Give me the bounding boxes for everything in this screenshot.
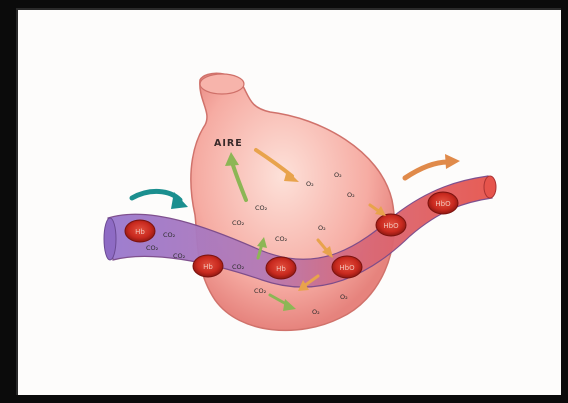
gas-label: CO₂ bbox=[232, 219, 245, 227]
red-cell: HbO bbox=[428, 192, 458, 214]
gas-label: CO₂ bbox=[255, 204, 268, 212]
alveolus bbox=[191, 73, 395, 330]
vessel-right-opening bbox=[484, 176, 496, 198]
gas-label: O₂ bbox=[347, 191, 355, 199]
blood-inflow-arrow-icon bbox=[132, 191, 180, 200]
gas-label: CO₂ bbox=[254, 287, 267, 295]
gas-label: CO₂ bbox=[275, 235, 288, 243]
red-cell: Hb bbox=[266, 257, 296, 279]
red-cell-label: HbO bbox=[435, 200, 451, 208]
red-cell: Hb bbox=[125, 220, 155, 242]
red-cell-label: HbO bbox=[339, 264, 355, 272]
vessel-left-opening bbox=[104, 218, 116, 260]
gas-label: CO₂ bbox=[163, 231, 176, 239]
red-cell-label: Hb bbox=[276, 265, 286, 273]
blood-outflow-arrowhead-icon bbox=[445, 154, 460, 169]
blood-inflow-arrowhead-icon bbox=[171, 192, 188, 209]
red-cell: Hb bbox=[193, 255, 223, 277]
gas-label: O₂ bbox=[340, 293, 348, 301]
gas-label: O₂ bbox=[334, 171, 342, 179]
air-label: AIRE bbox=[214, 138, 243, 149]
red-cell: HbO bbox=[376, 214, 406, 236]
gas-label: CO₂ bbox=[173, 252, 186, 260]
blood-outflow-arrow-icon bbox=[405, 162, 448, 178]
red-cell-label: Hb bbox=[203, 263, 213, 271]
red-cell: HbO bbox=[332, 256, 362, 278]
gas-label: O₂ bbox=[318, 224, 326, 232]
gas-label: CO₂ bbox=[232, 263, 245, 271]
alveolus-duct-opening bbox=[200, 74, 244, 94]
red-cell-label: HbO bbox=[383, 222, 399, 230]
red-cell-label: Hb bbox=[135, 228, 145, 236]
gas-label: CO₂ bbox=[146, 244, 159, 252]
gas-label: O₂ bbox=[312, 308, 320, 316]
gas-label: O₂ bbox=[306, 180, 314, 188]
